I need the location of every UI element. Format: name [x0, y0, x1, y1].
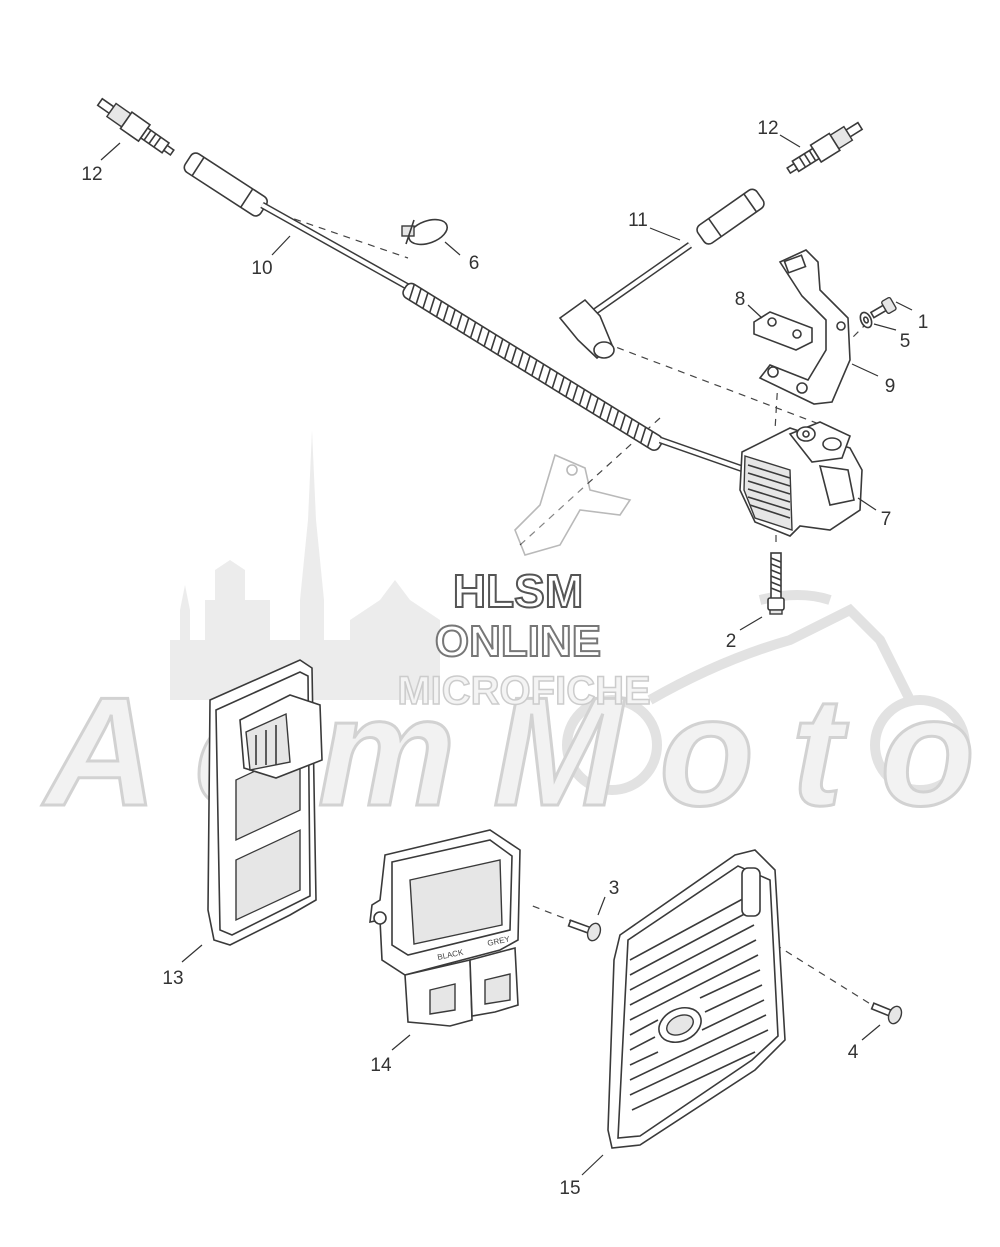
- bracket-ghost: [514, 453, 632, 556]
- spark-plug-rear: [786, 121, 864, 175]
- cable-tie: [401, 218, 448, 246]
- callout-5: 5: [900, 331, 911, 352]
- control-module-large: [207, 659, 323, 946]
- cover-screw: [870, 1002, 903, 1025]
- screw: [869, 296, 897, 319]
- callout-10: 10: [251, 258, 272, 279]
- callout-7: 7: [881, 509, 892, 530]
- coil-bracket: [758, 249, 851, 405]
- callouts: 12 10 6 11 12 8 1 5 9 7 2 3 4 13 14 15: [81, 118, 928, 1199]
- control-module-small: BLACK GREY: [369, 829, 521, 1027]
- callout-8: 8: [735, 289, 746, 310]
- watermark-line-3: MICROFICHE: [397, 669, 650, 713]
- clip: [753, 311, 813, 351]
- callout-1: 1: [918, 312, 929, 333]
- watermark-line-1: HLSM: [453, 565, 583, 617]
- callout-11: 11: [628, 210, 648, 231]
- module-screw: [567, 919, 602, 942]
- motorcycle-silhouette: [562, 590, 970, 795]
- callout-12-front: 12: [81, 164, 102, 185]
- watermark-logo: AcmMoto: [41, 665, 975, 838]
- spark-plug-front: [96, 97, 175, 157]
- skyline-silhouette: [170, 430, 440, 700]
- callout-3: 3: [609, 878, 620, 899]
- cover-slots: [629, 894, 769, 1111]
- rear-spark-plug-wire: [558, 188, 765, 360]
- front-spark-plug-wire: [183, 152, 762, 479]
- callout-12-rear: 12: [757, 118, 778, 139]
- callout-9: 9: [885, 376, 896, 397]
- ignition-coil: [739, 421, 863, 537]
- module-cover: [607, 849, 786, 1149]
- watermark: AcmMoto HLSM ONLINE MICROFICHE: [40, 430, 977, 840]
- callout-2: 2: [726, 631, 737, 652]
- callout-15: 15: [559, 1178, 580, 1199]
- washer: [859, 311, 873, 329]
- callout-4: 4: [848, 1042, 859, 1063]
- callout-14: 14: [370, 1055, 392, 1076]
- leader-lines: [100, 134, 913, 1176]
- callout-6: 6: [469, 253, 480, 274]
- callout-13: 13: [162, 968, 183, 989]
- coil-bolt: [767, 552, 785, 615]
- watermark-line-2: ONLINE: [435, 617, 601, 666]
